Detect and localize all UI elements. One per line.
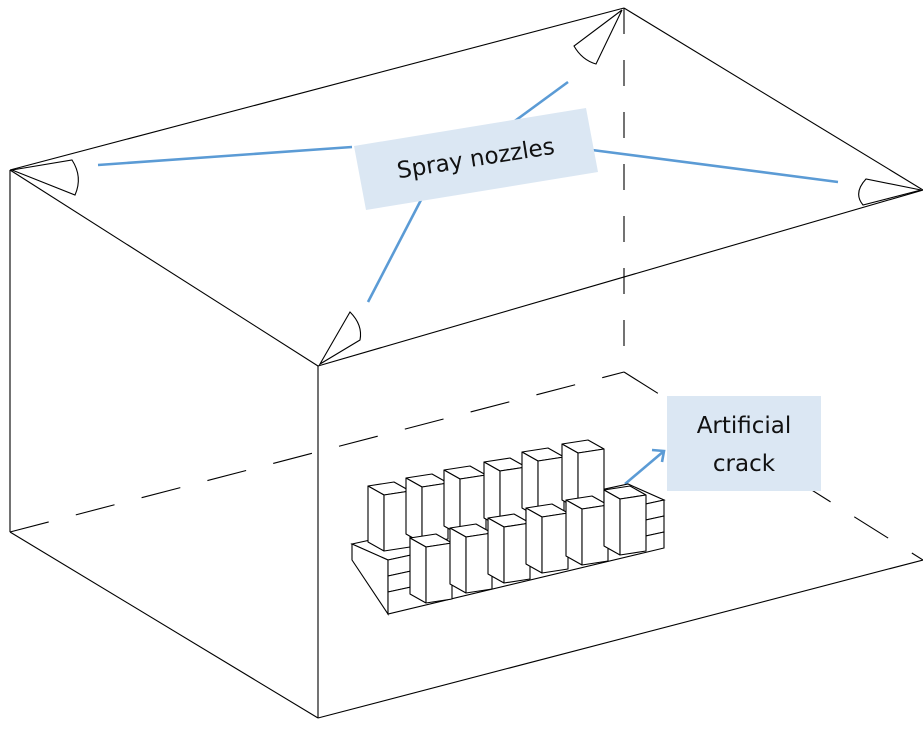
leader-to-left-nozzle [97,145,353,167]
specimen-box-back-3 [443,465,487,536]
artificial-crack-label-line2: crack [713,451,776,477]
nozzle-right-icon [858,178,922,206]
hidden-floor-back-right-edge [623,371,923,561]
roof-front-right-edge [317,189,923,367]
specimen-box-front-face [525,507,543,574]
spray-nozzles-label: Spray nozzles [354,108,598,210]
specimen-box-front-face [409,537,427,604]
specimen-box-side-face [541,512,569,574]
specimen-boxes [367,439,647,604]
roof-back-right-edge [623,7,923,191]
specimen-box-front-1 [409,533,453,604]
artificial-crack-label: Artificial crack [624,396,821,491]
specimen-box-side-face [425,542,453,604]
specimen-box-front-face [487,517,505,584]
specimen-box-side-face [465,532,493,594]
hidden-floor-back-left-edge [9,371,625,533]
crack-leader-line [624,450,665,485]
crack-leader-arrowhead [651,448,666,463]
nozzle-back-icon [573,9,623,65]
artificial-crack-label-line1: Artificial [697,413,792,439]
specimen-box-front-4 [525,503,569,574]
specimen-box-side-face [581,504,609,566]
specimen-box-front-6 [603,485,647,556]
roof-front-left-edge [9,169,319,367]
specimen-box-back-6 [561,439,605,510]
specimen-box-front-3 [487,513,531,584]
specimen-box-side-face [619,494,647,556]
leader-to-front-nozzle [366,197,424,303]
specimen-box-back-5 [521,447,565,518]
specimen-box-front-face [565,499,583,566]
specimen-box-back-2 [405,473,449,544]
floor-front-left-edge [9,531,319,719]
specimen-box-front-face [405,477,423,544]
specimen-box-front-face [443,469,461,536]
specimen-box-front-face [603,489,621,556]
nozzle-left-icon [9,159,79,196]
specimen-box-back-1 [367,481,411,552]
specimen-box-front-face [449,527,467,594]
roof-back-left-edge [9,7,625,171]
nozzle-leader-lines [97,80,839,303]
floor-front-right-edge [317,559,923,719]
leader-to-back-nozzle [507,80,569,128]
specimen-box-front-5 [565,495,609,566]
leader-to-right-nozzle [591,148,839,184]
specimen-box-front-face [367,485,385,552]
specimen-box-side-face [421,482,449,544]
specimen-box-front-2 [449,523,493,594]
specimen-box-side-face [503,522,531,584]
nozzle-front-icon [318,311,362,366]
spray-nozzles [9,9,922,366]
spray-nozzles-label-background [354,108,598,210]
artificial-crack-label-background [667,396,821,491]
chamber-outline [9,7,923,719]
specimen-box-back-4 [483,457,527,528]
